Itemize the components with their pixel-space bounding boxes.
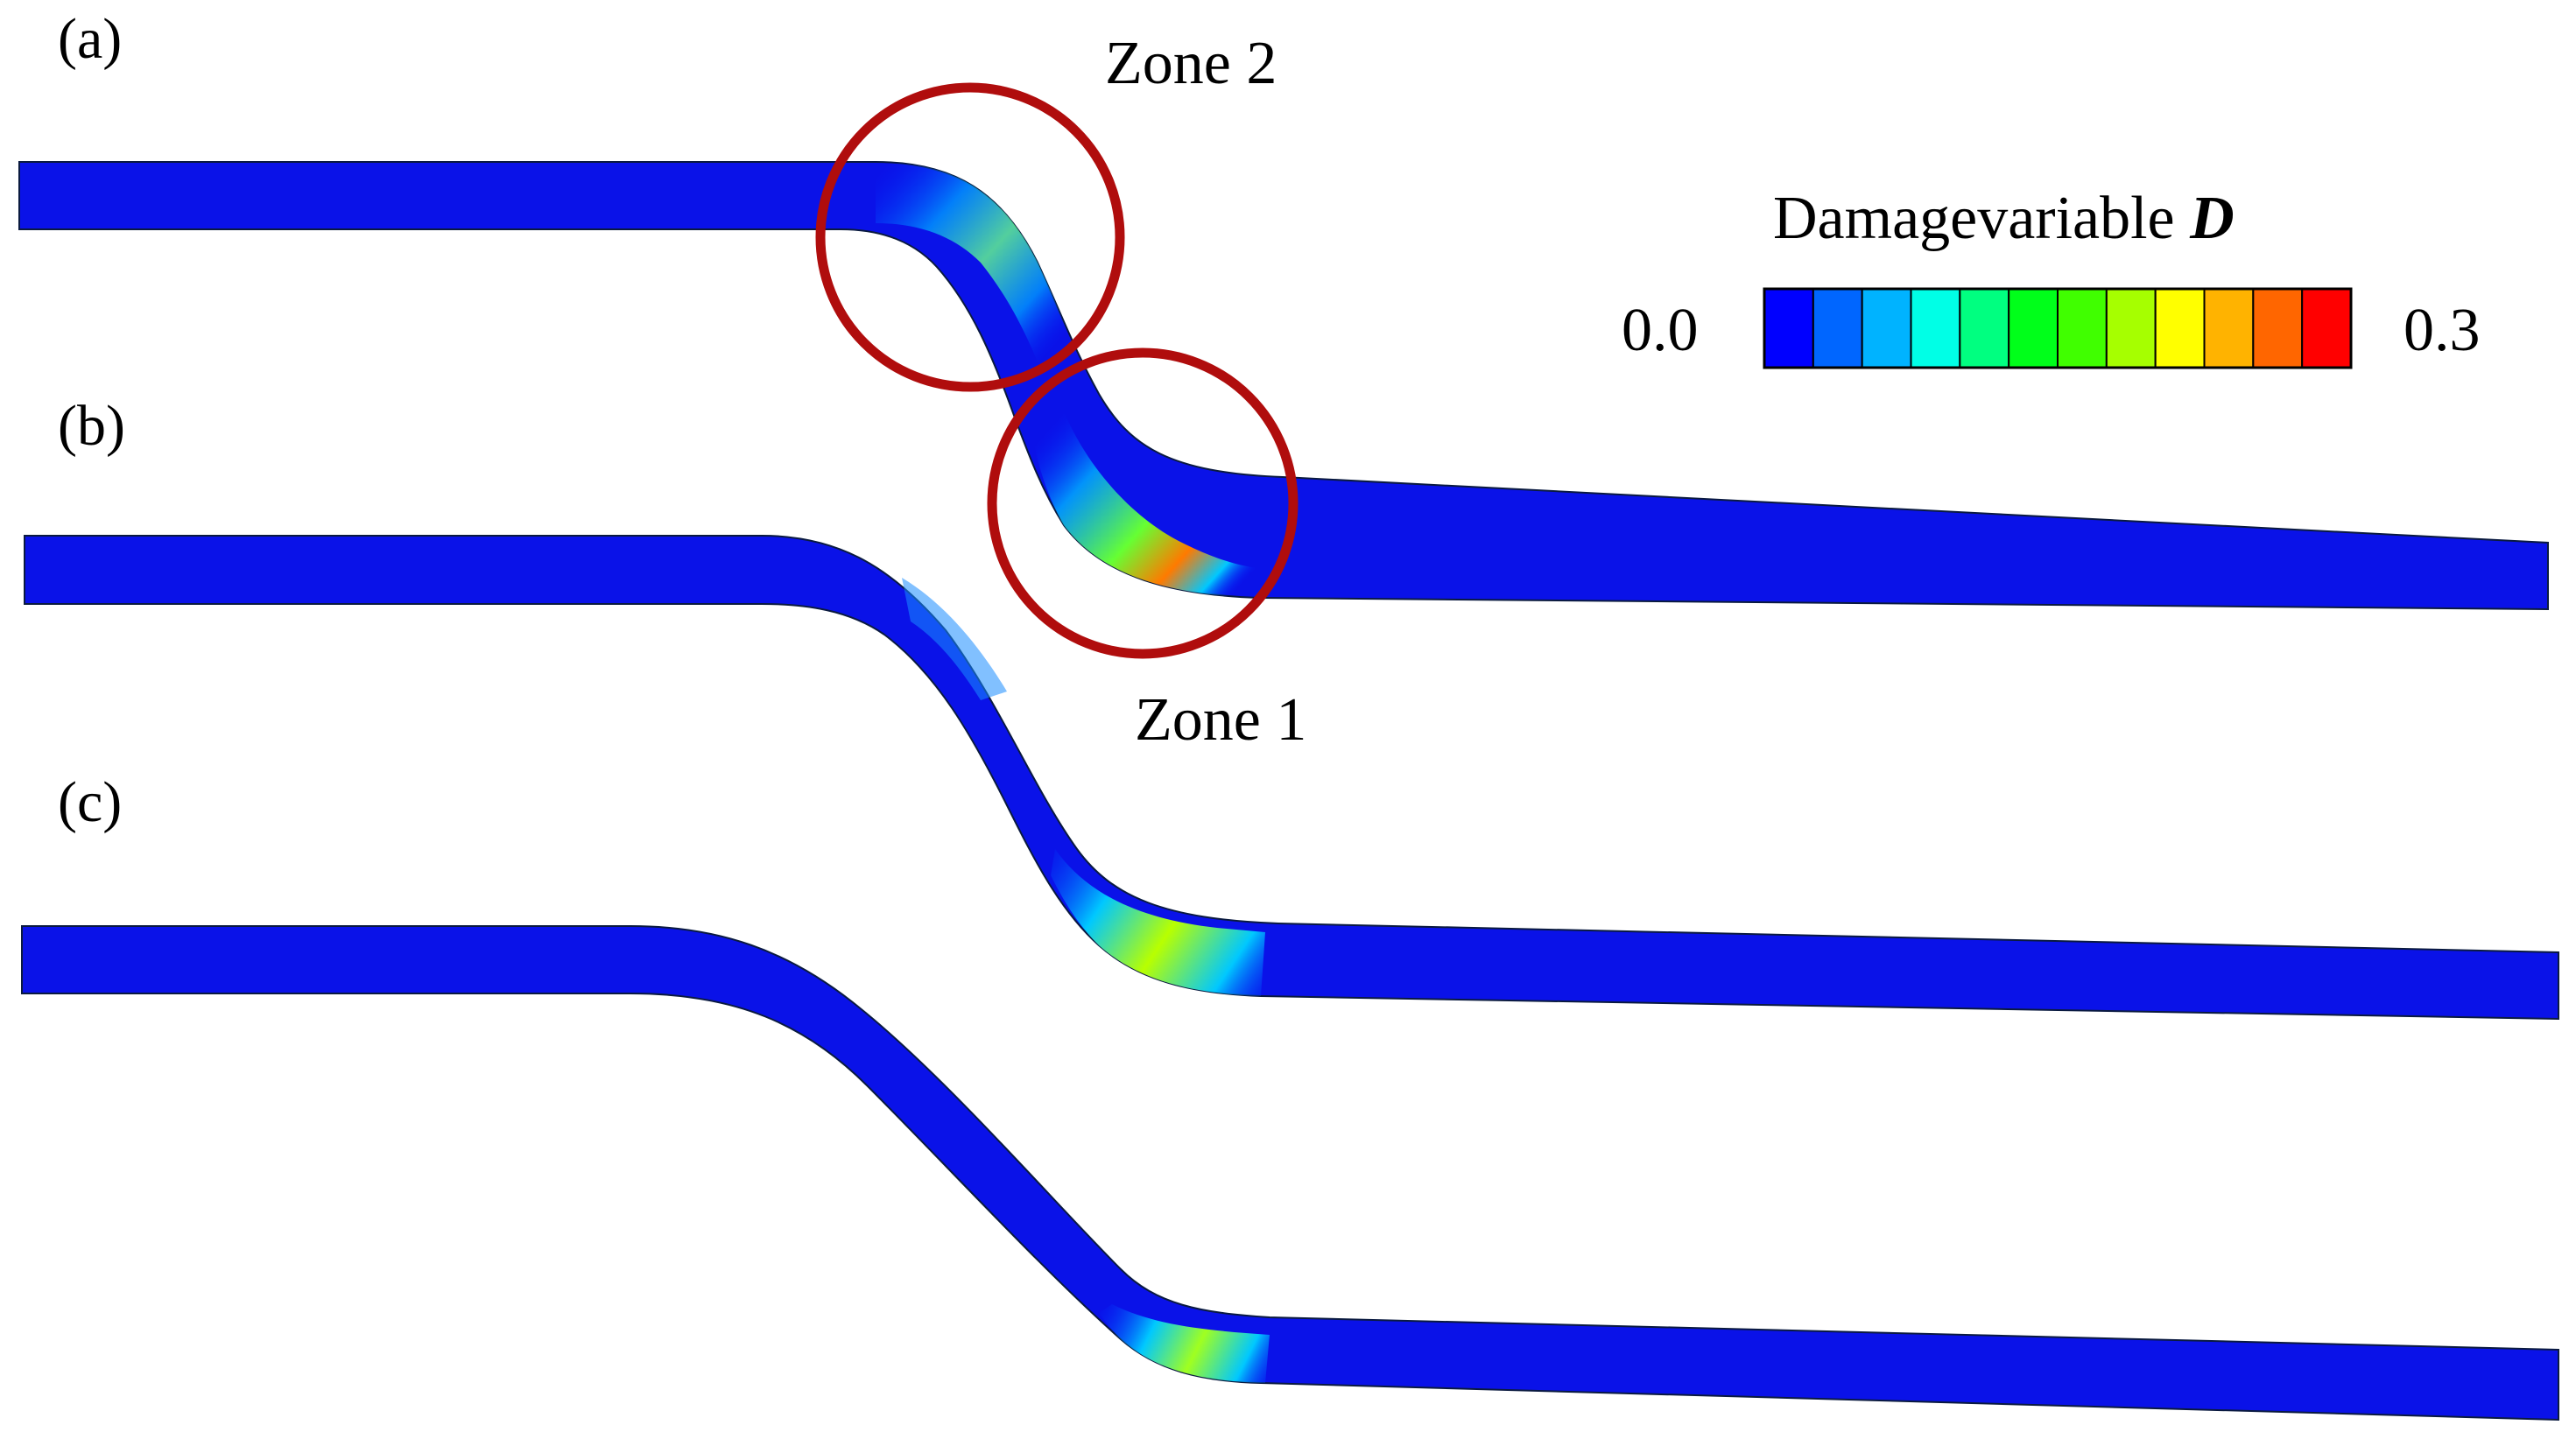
legend-min-label: 0.0 [1622,297,1699,364]
legend-swatch [2057,288,2108,369]
legend: Damagevariable D 0.0 0.3 [1622,185,2481,369]
legend-swatch [2105,288,2157,369]
panel-a: (a) Zone 2 Zone 1 [18,7,2549,754]
legend-title-prefix: Damagevariable [1773,185,2190,252]
panel-c-label: (c) [58,770,122,834]
panel-c: (c) [21,770,2559,1421]
legend-swatch [1763,288,1814,369]
hotspot-b [1051,849,1265,996]
zone2-label: Zone 2 [1105,30,1277,97]
hotspot-a-zone1 [1033,411,1265,598]
hotspot-b-upper [902,578,1007,700]
legend-title-var: D [2189,185,2235,252]
tube-c [21,925,2559,1421]
legend-swatch [1910,288,1961,369]
legend-colorbar [1763,288,2352,369]
legend-swatch [2008,288,2059,369]
legend-swatch [1861,288,1912,369]
legend-swatch [2252,288,2304,369]
zone2-circle [815,82,1125,392]
legend-colorbar-frame [1763,287,2353,369]
legend-swatch [2154,288,2206,369]
hotspot-a-zone2 [876,162,1090,394]
panel-a-label: (a) [58,7,122,71]
panel-b: (b) [24,394,2559,1021]
legend-swatch [1812,288,1863,369]
legend-swatch [2203,288,2255,369]
zone1-label: Zone 1 [1135,686,1306,754]
legend-swatch [2301,288,2352,369]
legend-swatch [1959,288,2010,369]
legend-title: Damagevariable D [1773,185,2235,252]
panel-b-label: (b) [58,394,125,458]
legend-max-label: 0.3 [2404,297,2481,364]
zone1-circle [987,347,1299,659]
hotspot-c [1099,1304,1270,1383]
